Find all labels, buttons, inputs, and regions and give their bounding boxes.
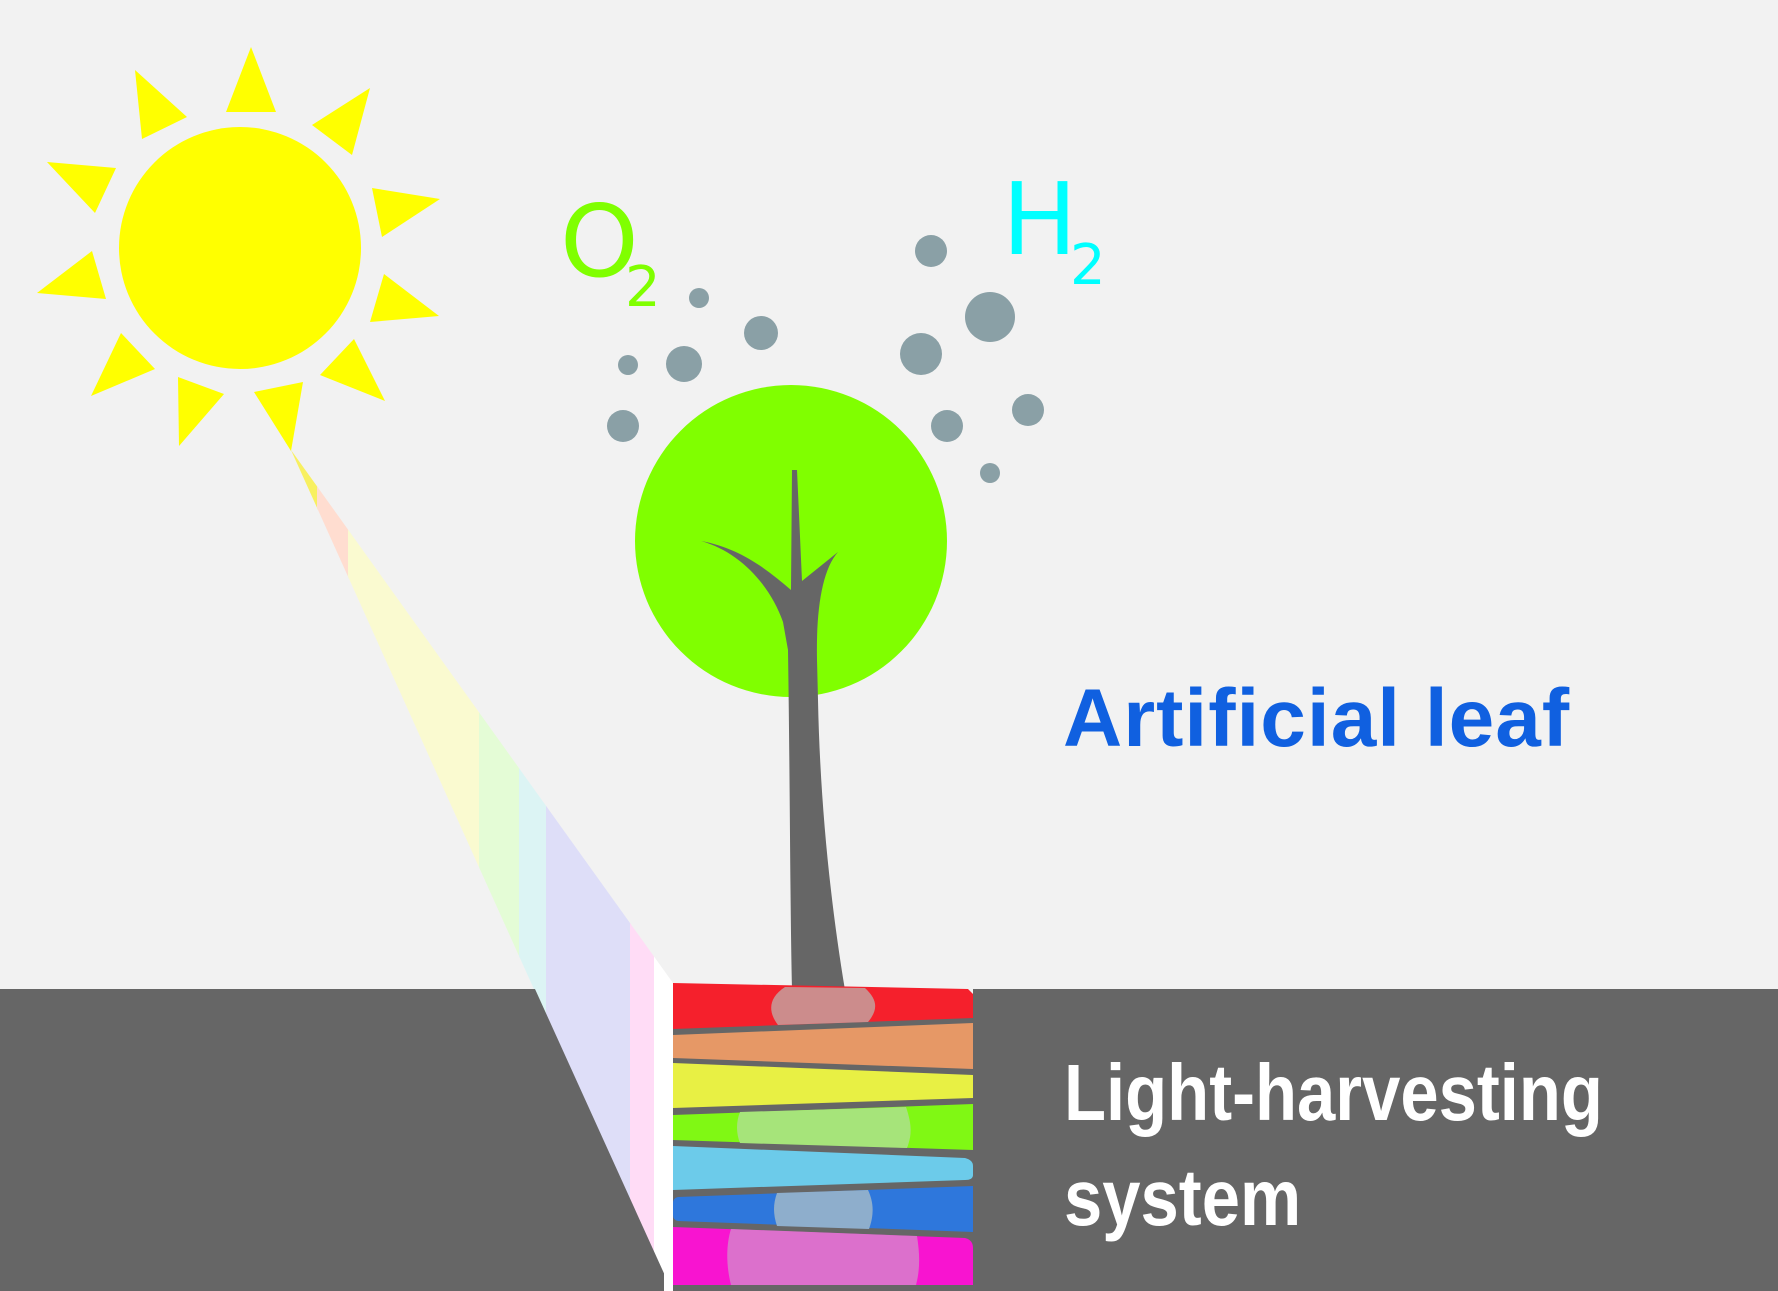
gas-bubbles: [607, 235, 1044, 483]
oxygen-subscript: 2: [625, 255, 661, 320]
hydrogen-symbol: H: [1002, 161, 1078, 278]
layer-blue-blob: [774, 1190, 873, 1229]
oxygen-symbol: O: [560, 183, 639, 300]
layer-cyan: [673, 1146, 973, 1190]
layer-magenta-blob: [727, 1229, 920, 1285]
artificial-leaf-label: Artificial leaf: [1063, 673, 1571, 764]
sun-icon: [37, 47, 440, 451]
layer-green-blob: [737, 1107, 911, 1148]
light-harvesting-layers: [673, 983, 973, 1285]
light-harvesting-label: Light-harvesting system: [1064, 1040, 1603, 1250]
tree-trunk: [701, 470, 845, 990]
ground-right: [973, 989, 1778, 1291]
light-harvesting-line1: Light-harvesting: [1064, 1048, 1603, 1137]
ground-left: [0, 989, 672, 1291]
light-harvesting-line2: system: [1064, 1153, 1302, 1242]
layer-yellow: [673, 1063, 973, 1108]
hydrogen-subscript: 2: [1070, 233, 1106, 298]
leaf-canopy: [635, 385, 947, 697]
layer-red-blob: [771, 987, 876, 1025]
layer-orange: [673, 1023, 973, 1069]
